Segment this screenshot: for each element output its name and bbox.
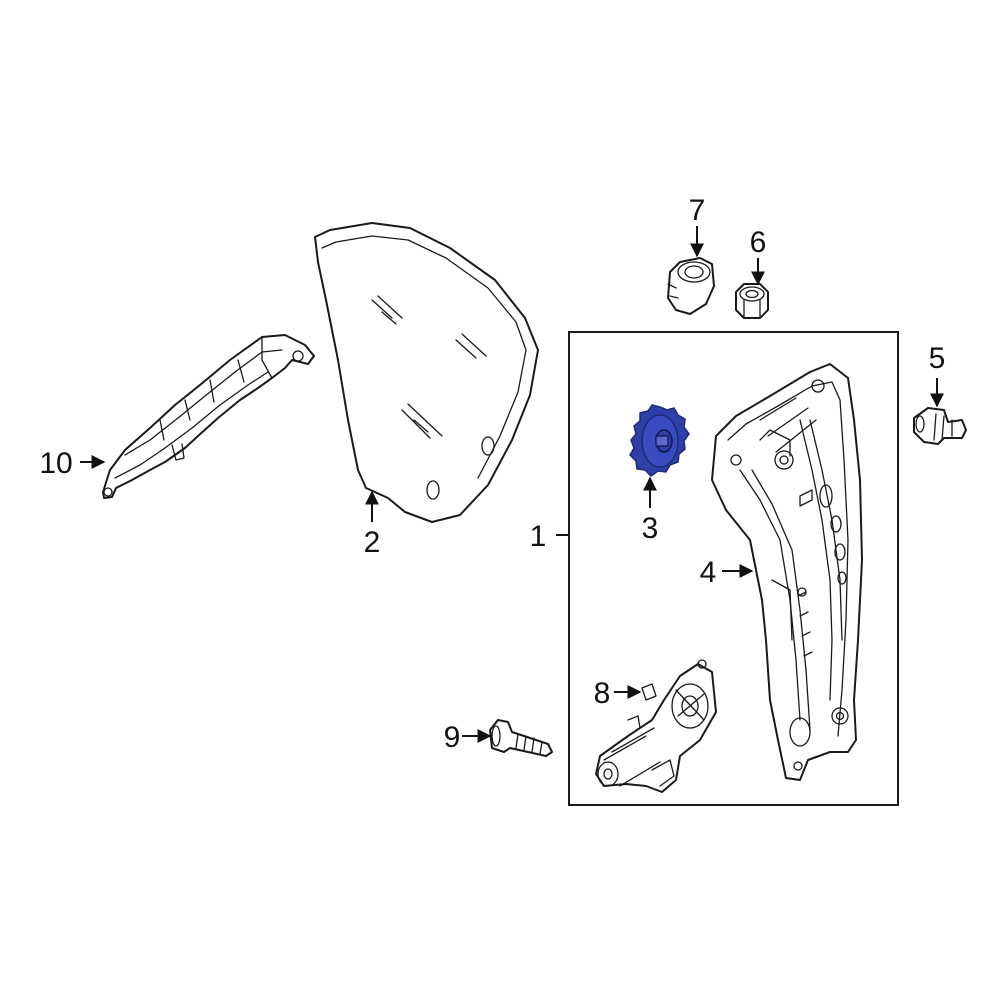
assembly-box	[568, 331, 899, 806]
callout-8: 8	[594, 677, 611, 710]
part-9-bolt[interactable]	[489, 719, 553, 757]
part-7-bushing[interactable]	[667, 257, 715, 315]
part-10-bracket[interactable]	[102, 334, 315, 499]
part-6-nut[interactable]	[735, 283, 769, 319]
callout-5: 5	[929, 342, 946, 375]
callout-1: 1	[530, 520, 547, 553]
part-5-stud[interactable]	[913, 407, 967, 445]
callout-2: 2	[364, 526, 381, 559]
callout-3: 3	[642, 512, 659, 545]
part-3-gear[interactable]	[629, 404, 690, 477]
part-2-window-glass[interactable]	[314, 222, 539, 523]
callout-9: 9	[444, 721, 461, 754]
callout-7: 7	[689, 194, 706, 227]
part-4-regulator-plate[interactable]	[711, 363, 863, 781]
callout-6: 6	[750, 226, 767, 259]
callout-4: 4	[700, 556, 717, 589]
callout-10: 10	[39, 447, 72, 480]
part-8-motor[interactable]	[595, 659, 717, 793]
